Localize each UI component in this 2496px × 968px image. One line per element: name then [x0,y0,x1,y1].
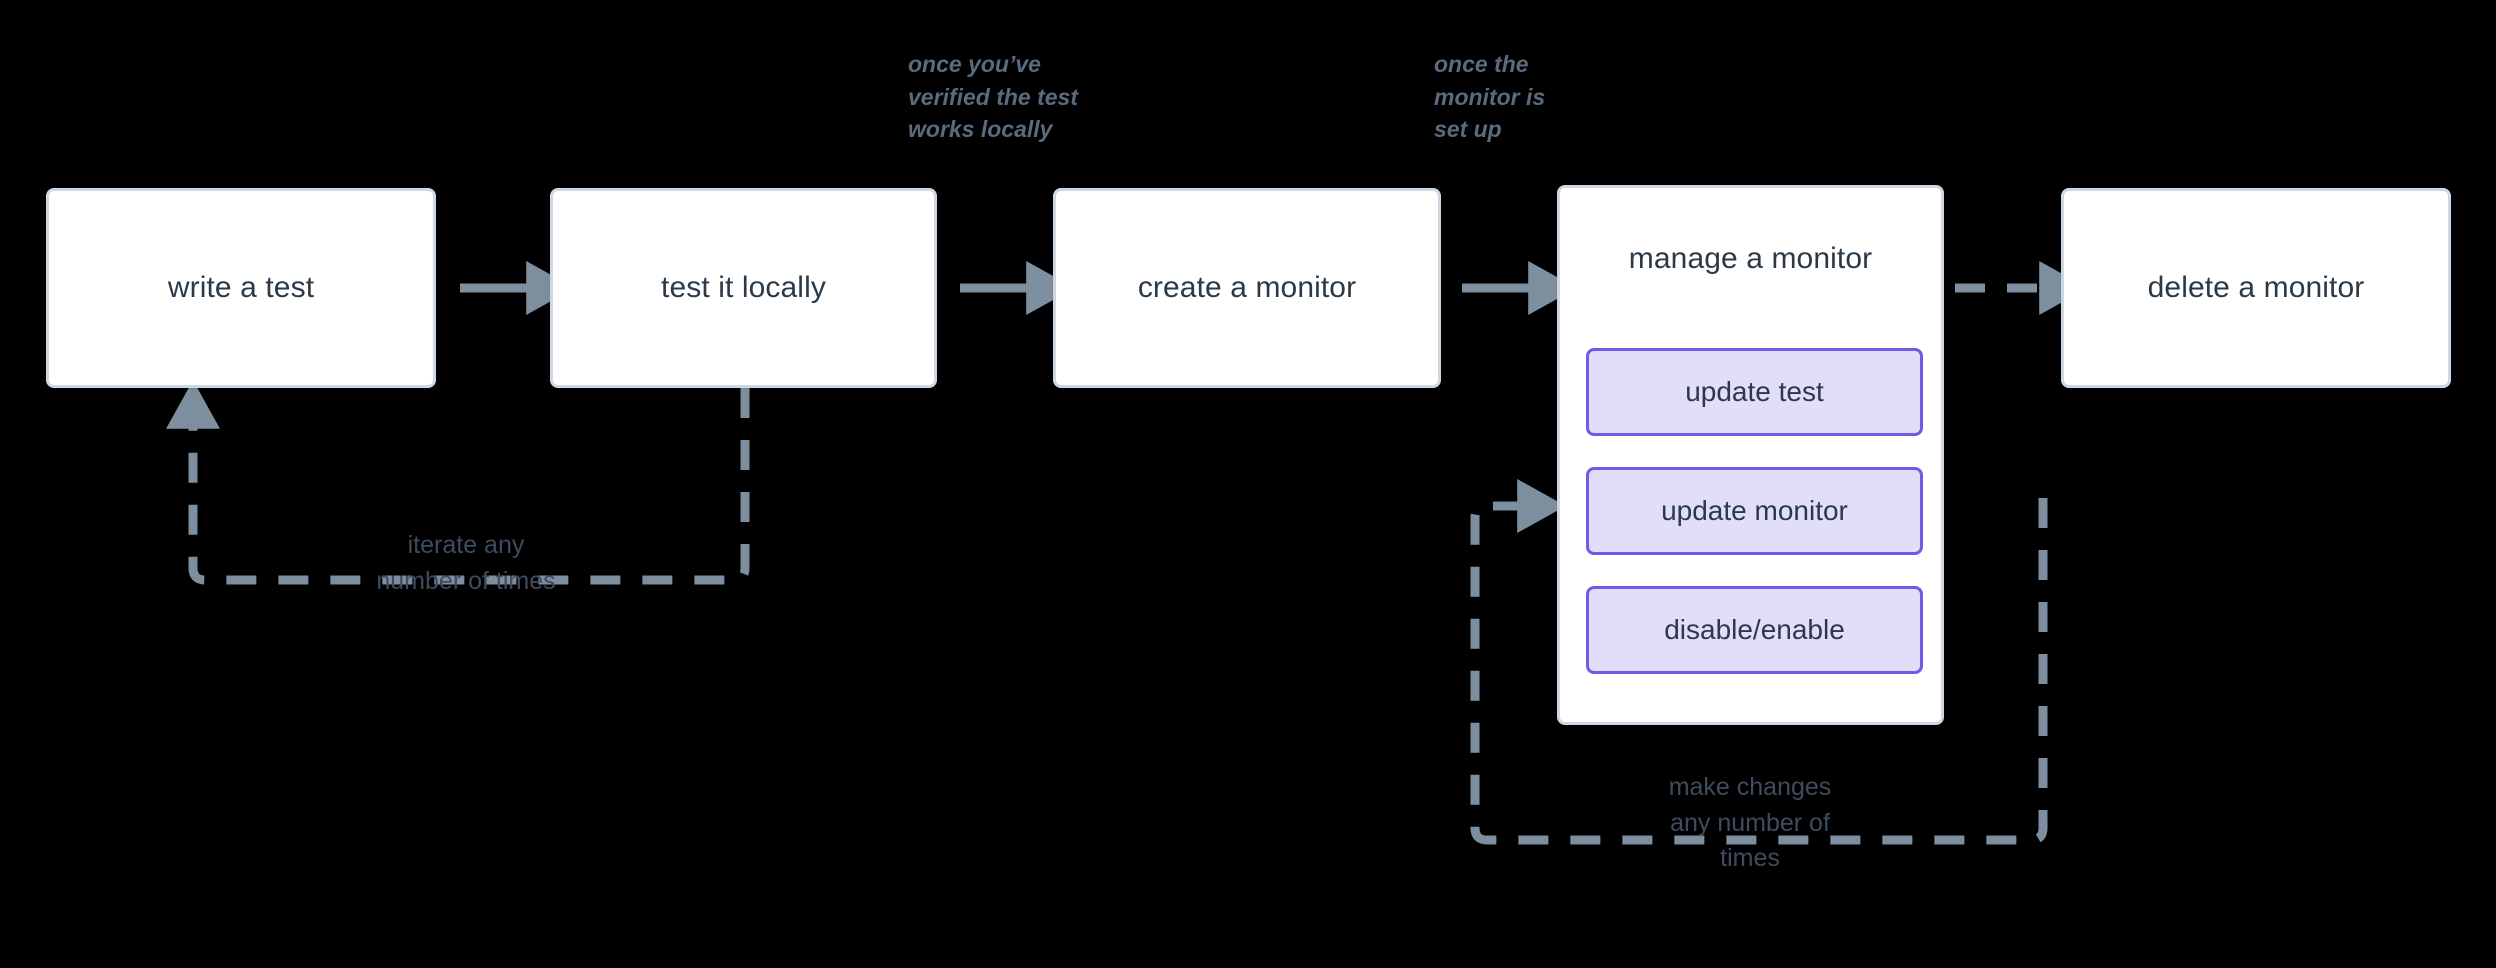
subnode-update-test-label: update test [1685,376,1824,407]
note-monitor-set-up: once the monitor is set up [1434,51,1546,143]
node-write-a-test[interactable]: write a test [46,188,436,388]
note-verified-locally: once you’ve verified the test works loca… [908,51,1078,143]
node-create-a-monitor-label: create a monitor [1137,271,1357,304]
loop-label-make-changes: make changes any number of times [1668,773,1832,872]
node-test-it-locally-label: test it locally [661,271,826,304]
subnode-disable-enable-label: disable/enable [1664,614,1845,645]
subnode-disable-enable[interactable]: disable/enable [1586,586,1923,674]
node-manage-a-monitor[interactable]: manage a monitor update test update moni… [1557,185,1944,725]
node-delete-a-monitor-label: delete a monitor [2147,271,2365,304]
node-write-a-test-label: write a test [167,271,315,304]
node-create-a-monitor[interactable]: create a monitor [1053,188,1441,388]
node-delete-a-monitor[interactable]: delete a monitor [2061,188,2451,388]
node-test-it-locally[interactable]: test it locally [550,188,937,388]
subnode-update-test[interactable]: update test [1586,348,1923,436]
node-manage-a-monitor-label: manage a monitor [1628,242,1873,275]
subnode-update-monitor-label: update monitor [1661,495,1848,526]
subnode-update-monitor[interactable]: update monitor [1586,467,1923,555]
loop-label-iterate: iterate any number of times [376,531,556,595]
